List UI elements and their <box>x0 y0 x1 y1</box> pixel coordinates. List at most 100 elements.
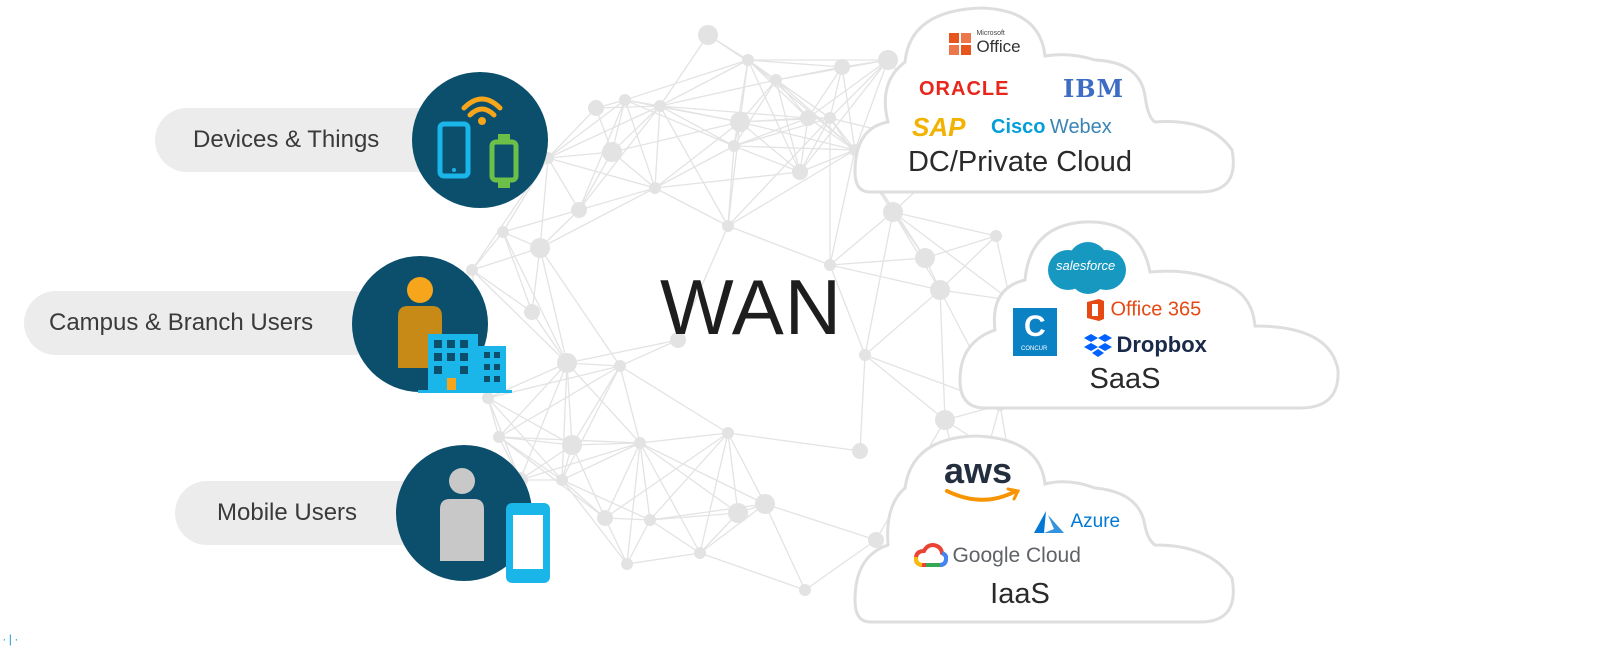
mesh-link <box>677 225 729 341</box>
mesh-node <box>530 238 550 258</box>
aws-logo-text: aws <box>944 450 1013 491</box>
mesh-link <box>561 479 606 519</box>
mesh-link <box>659 79 777 107</box>
azure-logo: Azure <box>1032 510 1120 534</box>
microsoft-small-text: Microsoft <box>976 30 1005 37</box>
mesh-link <box>654 171 801 189</box>
office-logo-text: Office <box>976 37 1021 56</box>
mesh-link <box>639 442 766 505</box>
cisco-logo-text: Cisco <box>991 116 1046 138</box>
mesh-node <box>730 112 750 132</box>
mesh-link <box>747 59 843 68</box>
mesh-node <box>859 349 871 361</box>
mesh-link <box>611 105 661 153</box>
mesh-link <box>624 99 656 189</box>
mesh-node <box>935 410 955 430</box>
mesh-link <box>807 59 889 119</box>
mesh-node <box>990 230 1002 242</box>
mesh-link <box>471 269 568 364</box>
mesh-node <box>824 112 836 124</box>
mesh-link <box>654 187 729 227</box>
mesh-link <box>547 157 656 189</box>
mesh-link <box>595 105 661 109</box>
mesh-link <box>924 235 997 259</box>
mesh-link <box>775 79 809 119</box>
mesh-node <box>493 431 505 443</box>
mesh-link <box>619 365 641 444</box>
mesh-link <box>864 289 941 356</box>
mesh-node <box>634 437 646 449</box>
mesh-node <box>621 558 633 570</box>
mesh-link <box>892 211 941 291</box>
mesh-node <box>524 304 540 320</box>
office365-logo: Office 365 <box>1084 298 1201 322</box>
dropbox-logo-text: Dropbox <box>1116 332 1207 357</box>
mesh-node <box>742 54 754 66</box>
mesh-link <box>561 479 628 565</box>
mesh-link <box>561 442 641 481</box>
mesh-link <box>639 432 729 444</box>
mesh-node <box>557 353 577 373</box>
mesh-node <box>852 443 868 459</box>
mesh-link <box>502 231 533 313</box>
mesh-link <box>864 211 894 356</box>
devices-things-icon <box>412 72 548 208</box>
mesh-link <box>611 121 741 153</box>
mesh-link <box>654 105 661 189</box>
mesh-node <box>868 532 884 548</box>
mesh-link <box>547 105 661 159</box>
mobile-users-label: Mobile Users <box>217 499 358 526</box>
mesh-link <box>733 145 801 173</box>
mesh-link <box>502 209 580 233</box>
mesh-link <box>624 59 749 101</box>
mesh-link <box>699 432 729 554</box>
mesh-link <box>571 442 641 446</box>
mesh-link <box>864 354 946 421</box>
mesh-link <box>892 211 997 237</box>
mesh-link <box>519 362 568 481</box>
mesh-link <box>487 397 573 446</box>
mesh-node <box>930 280 950 300</box>
oracle-logo: ORACLE <box>919 78 1010 100</box>
mesh-link <box>727 121 741 227</box>
mesh-node <box>466 264 478 276</box>
mesh-link <box>727 145 735 227</box>
mesh-link <box>799 59 889 173</box>
mesh-link <box>659 105 735 147</box>
mesh-link <box>659 105 741 123</box>
mesh-link <box>859 354 866 452</box>
mesh-link <box>487 397 500 438</box>
mesh-link <box>733 79 777 147</box>
mesh-node <box>694 547 706 559</box>
mesh-node <box>824 259 836 271</box>
mesh-link <box>531 247 541 313</box>
mesh-node <box>571 202 587 218</box>
mesh-link <box>566 339 679 364</box>
mesh-link <box>539 157 549 249</box>
mesh-link <box>775 79 831 119</box>
mesh-link <box>747 59 801 173</box>
mesh-link <box>659 59 749 107</box>
mesh-link <box>699 552 806 591</box>
office365-logo-text: Office 365 <box>1110 298 1202 321</box>
mesh-node <box>728 140 740 152</box>
mesh-link <box>487 397 563 481</box>
mesh-node <box>602 142 622 162</box>
mesh-link <box>829 211 894 266</box>
mesh-link <box>659 105 809 119</box>
mesh-link <box>639 442 739 514</box>
mesh-node <box>588 100 604 116</box>
mesh-node <box>597 510 613 526</box>
mesh-node <box>770 74 782 86</box>
mesh-link <box>498 436 606 519</box>
mesh-link <box>561 362 568 481</box>
mesh-link <box>561 479 651 521</box>
campus-branch-icon <box>352 256 512 393</box>
cisco-webex-logo: Cisco Webex <box>991 116 1112 139</box>
mesh-link <box>854 59 889 151</box>
mesh-link <box>604 517 628 565</box>
mesh-node <box>698 25 718 45</box>
ibm-logo: IBM <box>1063 74 1125 103</box>
webex-logo-text: Webex <box>1049 116 1112 138</box>
